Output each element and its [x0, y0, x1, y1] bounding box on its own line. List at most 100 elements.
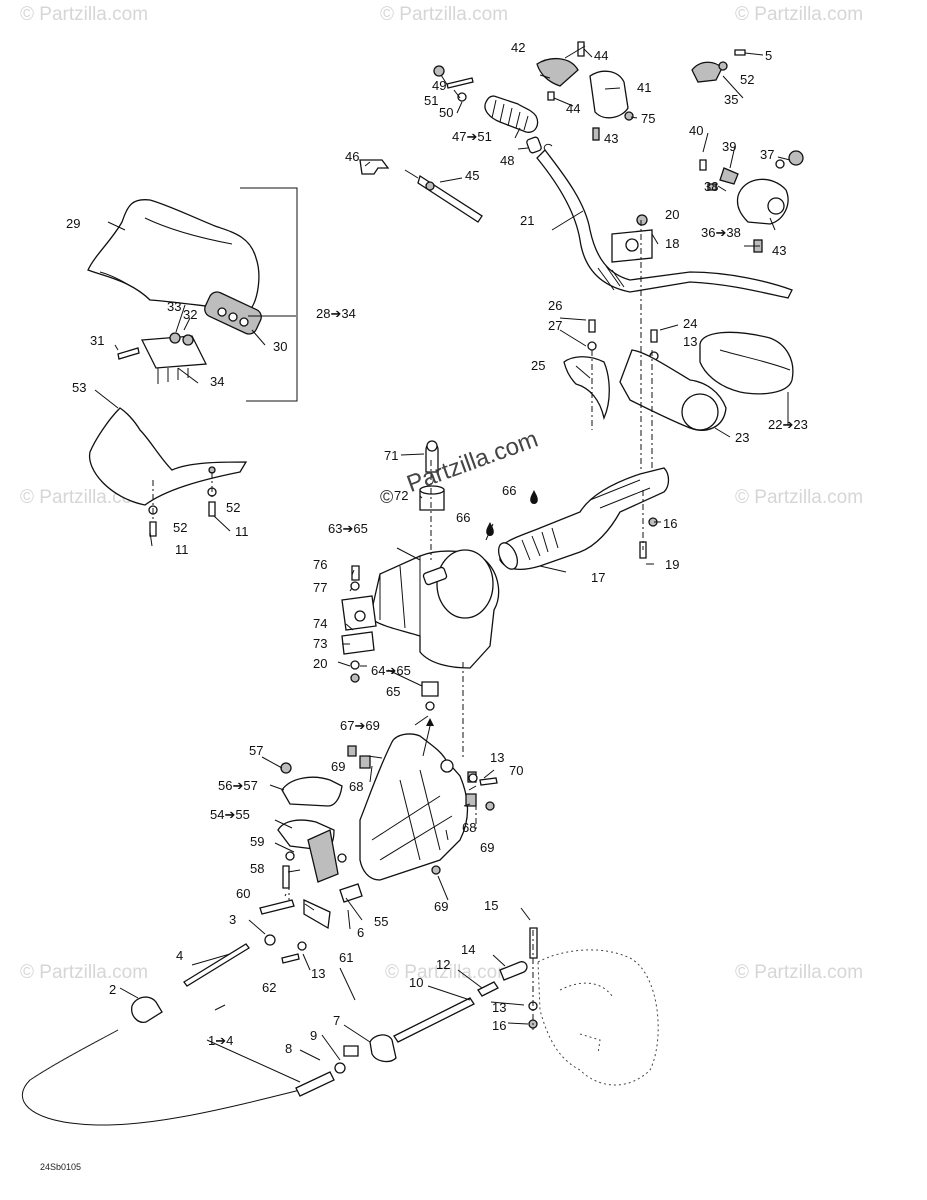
- callout-42: 42: [511, 40, 525, 55]
- washer: [587, 341, 597, 351]
- diagram-code: 24Sb0105: [40, 1162, 81, 1172]
- callout-4: 4: [176, 948, 183, 963]
- throttle-lever: [536, 58, 579, 87]
- callout-68: 68: [349, 779, 363, 794]
- callout-13: 13: [311, 966, 325, 981]
- nut: [465, 793, 477, 807]
- switch-lever: [719, 167, 739, 185]
- watermark: © Partzilla.com: [385, 962, 513, 983]
- callout-13: 13: [683, 334, 697, 349]
- callout-74: 74: [313, 616, 327, 631]
- callout-36-38: 36➔38: [701, 225, 741, 240]
- callout-40: 40: [689, 123, 703, 138]
- callout-57: 57: [249, 743, 263, 758]
- watermark: © Partzilla.com: [735, 962, 863, 983]
- callout-68: 68: [462, 820, 476, 835]
- callout-58: 58: [250, 861, 264, 876]
- group-bracket-28-34: [240, 187, 298, 402]
- callout-77: 77: [313, 580, 327, 595]
- callout-8: 8: [285, 1041, 292, 1056]
- callout-6: 6: [357, 925, 364, 940]
- callout-3: 3: [229, 912, 236, 927]
- nut: [350, 673, 360, 683]
- front-cover: [563, 356, 610, 421]
- grease-icon: [530, 490, 538, 504]
- bolt: [529, 927, 538, 959]
- watermark: © Partzilla.com: [20, 4, 148, 25]
- screw: [577, 41, 585, 57]
- callout-15: 15: [484, 898, 498, 913]
- cable-sleeve: [295, 1071, 335, 1097]
- callout-45: 45: [465, 168, 479, 183]
- watermark: © Partzilla.com: [735, 4, 863, 25]
- nut: [431, 865, 441, 875]
- callout-47-51: 47➔51: [452, 129, 492, 144]
- callout-16: 16: [492, 1018, 506, 1033]
- steering-column: [499, 467, 670, 571]
- callout-65: 65: [386, 684, 400, 699]
- cable-clamp-upper: [281, 776, 343, 807]
- bolt: [282, 865, 290, 889]
- watermark: © Partzilla.com: [735, 487, 863, 508]
- callout-59: 59: [250, 834, 264, 849]
- callout-69: 69: [331, 759, 345, 774]
- callout-23: 23: [735, 430, 749, 445]
- bracket: [691, 61, 723, 83]
- washer: [457, 92, 467, 102]
- washer: [350, 660, 360, 670]
- callout-50: 50: [439, 105, 453, 120]
- callout-66: 66: [502, 483, 516, 498]
- washer: [350, 581, 360, 591]
- screw: [734, 49, 746, 56]
- callout-75: 75: [641, 111, 655, 126]
- callout-26: 26: [548, 298, 562, 313]
- callout-55: 55: [374, 914, 388, 929]
- insert: [526, 136, 542, 154]
- jet-nozzle-outline: [537, 949, 659, 1086]
- callout-64-65: 64➔65: [371, 663, 411, 678]
- callout-69: 69: [480, 840, 494, 855]
- watermark: © Partzilla.com: [20, 962, 148, 983]
- callout-56-57: 56➔57: [218, 778, 258, 793]
- grease-icon: [486, 522, 494, 536]
- bolt: [259, 899, 295, 915]
- callout-16: 16: [663, 516, 677, 531]
- callout-5: 5: [765, 48, 772, 63]
- steering-bracket: [359, 733, 469, 881]
- screw: [650, 329, 658, 343]
- clip: [343, 1045, 359, 1057]
- callout-54-55: 54➔55: [210, 807, 250, 822]
- set-screw: [592, 127, 600, 141]
- screw: [547, 91, 555, 101]
- callout-22-23: 22➔23: [768, 417, 808, 432]
- callout-52: 52: [173, 520, 187, 535]
- nut: [707, 183, 717, 191]
- callout-33: 33: [167, 299, 181, 314]
- callout-71: 71: [384, 448, 398, 463]
- cable-end: [183, 943, 250, 987]
- washer: [264, 934, 276, 946]
- callout-72: 72: [394, 488, 408, 503]
- callout-51: 51: [424, 93, 438, 108]
- nut: [359, 755, 371, 769]
- callout-37: 37: [760, 147, 774, 162]
- callout-60: 60: [236, 886, 250, 901]
- jam-nut: [477, 981, 499, 997]
- callout-30: 30: [273, 339, 287, 354]
- callout-13: 13: [490, 750, 504, 765]
- callout-31: 31: [90, 333, 104, 348]
- callout-41: 41: [637, 80, 651, 95]
- callout-13: 13: [492, 1000, 506, 1015]
- callout-66: 66: [456, 510, 470, 525]
- callout-63-65: 63➔65: [328, 521, 368, 536]
- callout-44: 44: [594, 48, 608, 63]
- callout-46: 46: [345, 149, 359, 164]
- callout-labels: 42 44 5 52 35 49 51 50 41 44 75 43 40 47…: [66, 40, 808, 1056]
- cable-clip: [359, 159, 390, 175]
- callout-61: 61: [339, 950, 353, 965]
- callout-44: 44: [566, 101, 580, 116]
- callout-35: 35: [724, 92, 738, 107]
- screw: [149, 521, 157, 537]
